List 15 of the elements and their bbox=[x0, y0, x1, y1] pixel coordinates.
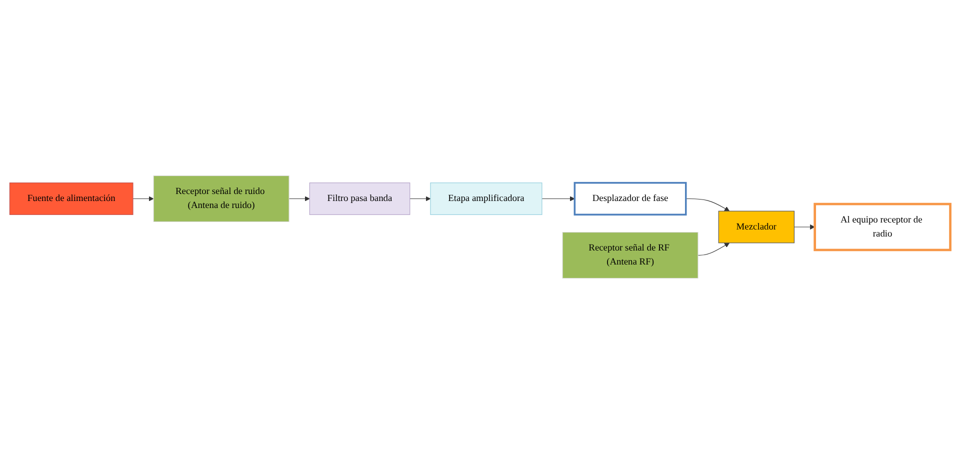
arrow bbox=[794, 224, 816, 230]
node-box: Fuente de alimentación bbox=[9, 182, 134, 215]
arrow bbox=[542, 196, 575, 202]
node-box: Etapa amplificadora bbox=[430, 182, 542, 215]
node-box: Receptor señal de RF (Antena RF) bbox=[562, 232, 698, 279]
arrow bbox=[132, 196, 154, 202]
arrow bbox=[410, 196, 431, 202]
node-box: Receptor señal de ruido (Antena de ruido) bbox=[153, 175, 290, 222]
node-box: Mezclador bbox=[718, 210, 795, 244]
arrow bbox=[698, 242, 730, 256]
arrow bbox=[686, 198, 730, 212]
node-box: Al equipo receptor de radio bbox=[814, 202, 952, 252]
node-box: Filtro pasa banda bbox=[309, 182, 410, 215]
arrow bbox=[288, 196, 310, 202]
node-box: Desplazador de fase bbox=[574, 182, 687, 216]
